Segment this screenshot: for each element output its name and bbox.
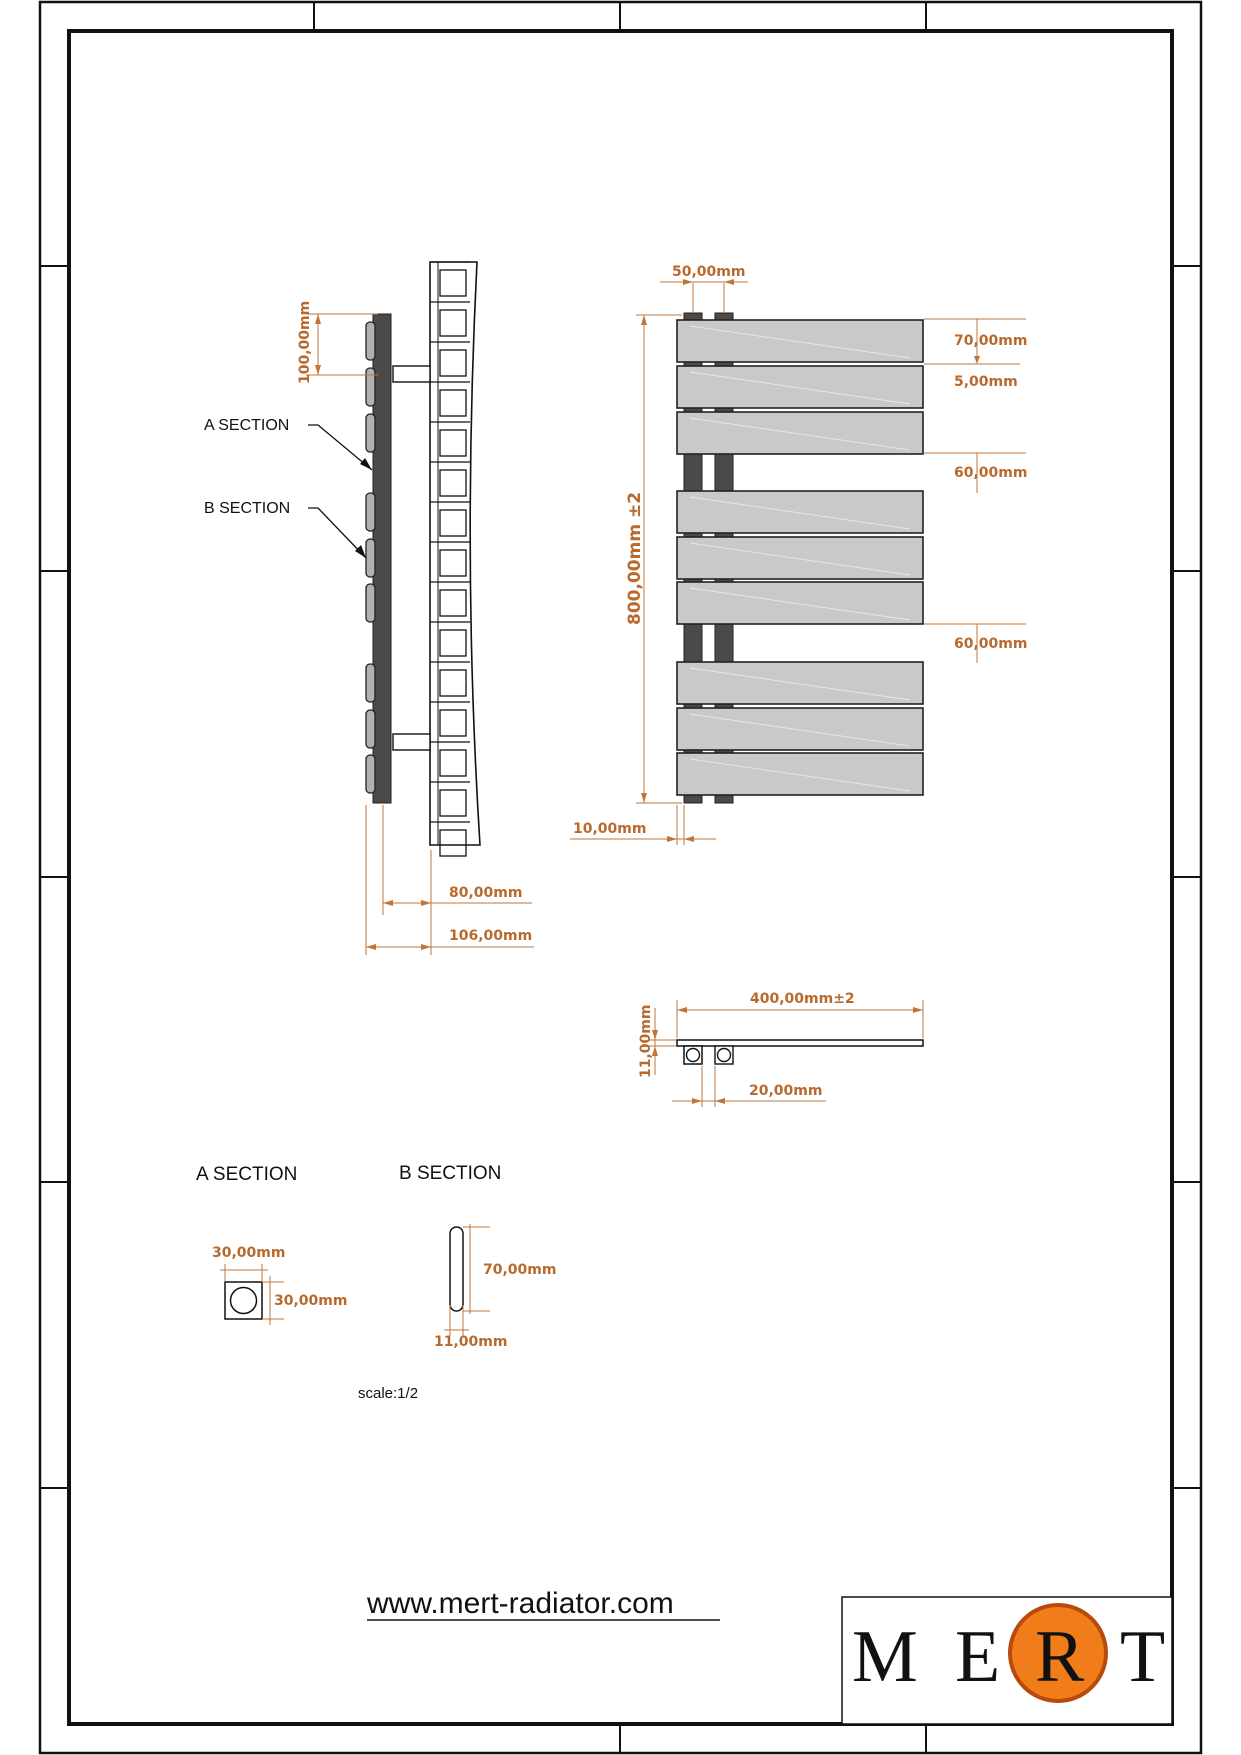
front-panel — [676, 536, 924, 580]
logo-letter-e: E — [955, 1616, 1000, 1698]
a-section-width: 30,00mm — [212, 1245, 285, 1261]
collector-spacing-dimension: 50,00mm — [672, 264, 745, 280]
panel-highlight — [689, 325, 911, 359]
scale-note: scale:1/2 — [358, 1385, 418, 1402]
wall-block — [439, 709, 467, 737]
front-panel — [676, 319, 924, 363]
group-gap-2-dimension: 60,00mm — [954, 636, 1027, 652]
logo-accent-circle — [1008, 1603, 1108, 1703]
side-panel-edge — [365, 321, 376, 361]
front-panel — [676, 661, 924, 705]
side-panel-edge — [365, 367, 376, 407]
panel-highlight — [689, 713, 911, 747]
panel-highlight — [689, 758, 911, 792]
wall-block — [439, 389, 467, 417]
panel-height-dimension: 70,00mm — [954, 333, 1027, 349]
drawing-frame — [38, 0, 1203, 1755]
website-link[interactable]: www.mert-radiator.com — [366, 1587, 674, 1620]
total-depth-dimension: 106,00mm — [449, 928, 532, 944]
side-panel-edge — [365, 663, 376, 703]
front-panel — [676, 581, 924, 625]
front-panel — [676, 365, 924, 409]
mert-logo: M E R T — [841, 1596, 1173, 1725]
logo-letter-t: T — [1120, 1616, 1165, 1698]
wall-block — [439, 789, 467, 817]
side-panel-edge — [365, 413, 376, 453]
front-panel — [676, 707, 924, 751]
a-section-title: A SECTION — [196, 1164, 297, 1185]
bottom-offset-dimension: 10,00mm — [573, 821, 646, 837]
height-dimension: 800,00mm ±2 — [625, 492, 645, 625]
wall-block — [439, 469, 467, 497]
b-section-height: 70,00mm — [483, 1262, 556, 1278]
a-section-callout: A SECTION — [204, 417, 289, 434]
wall-block — [439, 309, 467, 337]
side-view: 100,00mm A SECTION B SECTION 80,00mm 106… — [204, 261, 534, 955]
wall-block — [439, 589, 467, 617]
panel-highlight — [689, 542, 911, 576]
wall-block — [439, 509, 467, 537]
wall-block — [439, 349, 467, 377]
side-panel-edges — [365, 321, 376, 794]
logo-letter-r: R — [1035, 1616, 1085, 1698]
panel-highlight — [689, 371, 911, 405]
front-panel — [676, 490, 924, 534]
wall-block — [439, 429, 467, 457]
side-panel-edge — [365, 583, 376, 623]
group-gap-1-dimension: 60,00mm — [954, 465, 1027, 481]
a-section-height: 30,00mm — [274, 1293, 347, 1309]
wall-block — [439, 629, 467, 657]
front-view: 50,00mm 70,00mm 5,00mm 60,00mm 60,00mm 8… — [570, 264, 1027, 845]
b-section-width: 11,00mm — [434, 1334, 507, 1350]
panel-highlight — [689, 667, 911, 701]
wall-block — [439, 549, 467, 577]
width-dimension: 400,00mm±2 — [750, 991, 855, 1007]
side-panel-edge — [365, 492, 376, 532]
front-panel — [676, 752, 924, 796]
side-panel-edge — [365, 709, 376, 749]
section-details: A SECTION B SECTION 30,00mm 30,00mm 70,0… — [196, 1163, 556, 1402]
panel-highlight — [689, 417, 911, 451]
wall-block — [439, 269, 467, 297]
bar-pitch-dimension: 100,00mm — [297, 301, 313, 384]
logo-letter-m: M — [852, 1616, 918, 1698]
b-section-callout: B SECTION — [204, 500, 290, 517]
collector-width-dimension: 20,00mm — [749, 1083, 822, 1099]
wall-brick-pattern — [430, 261, 470, 857]
b-section-title: B SECTION — [399, 1163, 501, 1184]
side-panel-edge — [365, 754, 376, 794]
front-panel — [676, 411, 924, 455]
top-view: 400,00mm±2 11,00mm 20,00mm — [638, 991, 924, 1107]
wall-gap-dimension: 80,00mm — [449, 885, 522, 901]
panel-highlight — [689, 587, 911, 621]
front-panels — [676, 319, 924, 796]
side-panel-edge — [365, 538, 376, 578]
wall-block — [439, 749, 467, 777]
panel-highlight — [689, 496, 911, 530]
panel-gap-dimension: 5,00mm — [954, 374, 1018, 390]
wall-block — [439, 829, 467, 857]
wall-block — [439, 669, 467, 697]
panel-thickness-dimension: 11,00mm — [638, 1005, 654, 1078]
